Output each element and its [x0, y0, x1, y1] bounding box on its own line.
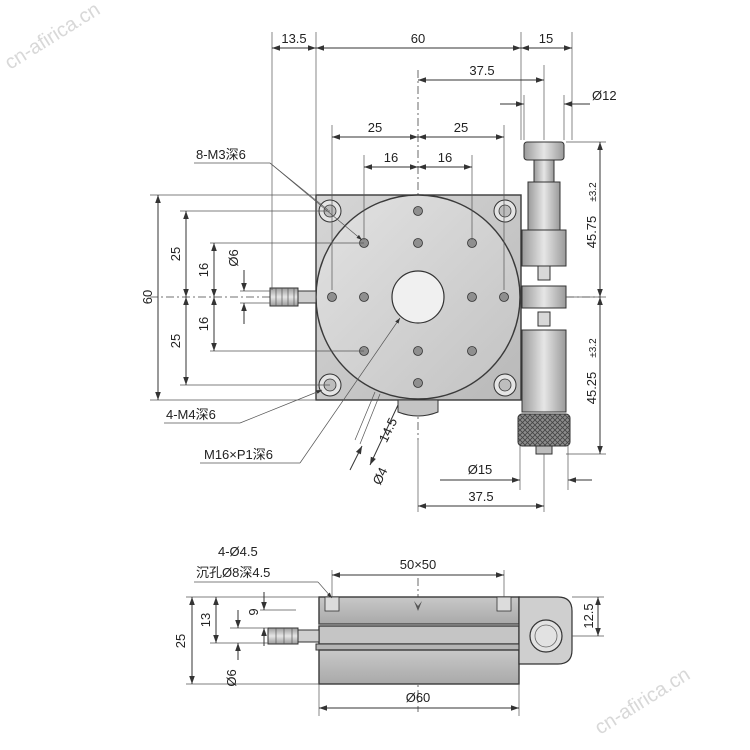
side-dim-dia-6: Ø6: [224, 669, 239, 686]
side-table: [318, 596, 520, 625]
side-callout-counterbore: 沉孔Ø8深4.5: [196, 565, 270, 580]
callout-m3: 8-M3深6: [196, 147, 246, 162]
watermark-top: cn-afirica.cn: [1, 0, 104, 74]
dim-len-14-5: 14.5: [376, 415, 401, 444]
dim-offset-bottom: 37.5: [468, 489, 493, 504]
dim-v16-bottom: 16: [196, 317, 211, 331]
dim-offset-micrometer: 37.5: [469, 63, 494, 78]
dim-pitch-right: 25: [454, 120, 468, 135]
side-view: 25 13 9 Ø6 50×50 4-Ø4.5 沉孔Ø8深4.5 12.5 Ø6…: [173, 544, 604, 716]
center-bore: [391, 270, 445, 324]
dim-w-body: 60: [411, 31, 425, 46]
micrometer-head: [517, 141, 571, 455]
dim-dia-12: Ø12: [592, 88, 617, 103]
dim-inner-left: 16: [384, 150, 398, 165]
dim-len-45-25: 45.25: [584, 372, 599, 405]
side-dim-9: 9: [246, 608, 261, 615]
callout-m16: M16×P1深6: [204, 447, 273, 462]
corner-holes: [318, 199, 517, 397]
dim-height-total: 60: [140, 290, 155, 304]
threaded-holes: [327, 206, 509, 388]
dim-v16-top: 16: [196, 263, 211, 277]
bottom-lock-tab: [397, 399, 439, 417]
callout-m4: 4-M4深6: [166, 407, 216, 422]
dim-v25-bottom: 25: [168, 334, 183, 348]
side-base: [318, 625, 520, 645]
side-dim-13: 13: [198, 613, 213, 627]
top-view: 13.5 60 15 37.5 Ø12 25 25 16 16 60 25 25…: [140, 31, 617, 512]
dim-len-45-75: 45.75: [584, 216, 599, 249]
left-lock-screw: [269, 287, 317, 307]
side-callout-holes: 4-Ø4.5: [218, 544, 258, 559]
dim-pitch-left: 25: [368, 120, 382, 135]
dim-tol-bottom: ±3.2: [588, 338, 599, 358]
side-left-screw: [267, 627, 320, 645]
dim-w-left: 13.5: [281, 31, 306, 46]
dim-dia-6: Ø6: [226, 249, 241, 266]
side-dim-height-total: 25: [173, 634, 188, 648]
side-dim-dia-60: Ø60: [406, 690, 431, 705]
dim-dia-4: Ø4: [369, 465, 390, 487]
dim-v25-top: 25: [168, 247, 183, 261]
micrometer-thimble: [517, 413, 571, 447]
dim-dia-15: Ø15: [468, 462, 493, 477]
watermark-bottom: cn-afirica.cn: [591, 663, 694, 739]
side-knob: [518, 596, 573, 665]
dim-tol-top: ±3.2: [588, 182, 599, 202]
side-dim-knob-height: 12.5: [581, 603, 596, 628]
dim-inner-right: 16: [438, 150, 452, 165]
dim-w-right: 15: [539, 31, 553, 46]
side-dim-table-size: 50×50: [400, 557, 437, 572]
